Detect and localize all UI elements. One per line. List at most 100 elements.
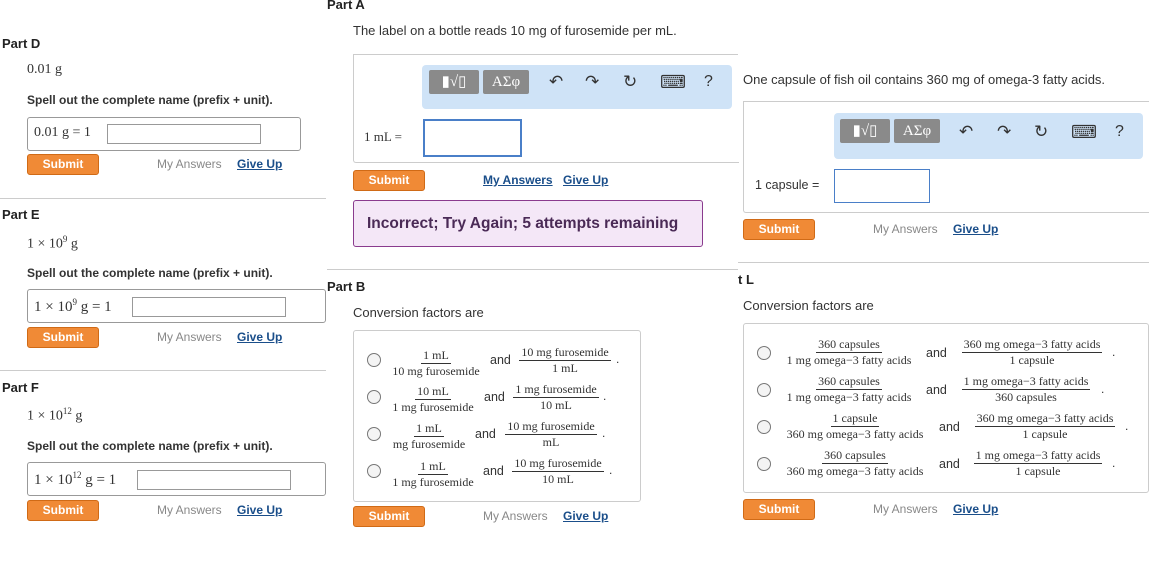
part-e-give-up-link[interactable]: Give Up — [237, 330, 283, 344]
and-label: and — [475, 427, 496, 441]
templates-button[interactable]: ▮√▯ — [840, 119, 890, 143]
help-icon[interactable]: ? — [1115, 123, 1124, 140]
and-label: and — [926, 383, 947, 397]
part-e-submit-button[interactable]: Submit — [27, 327, 99, 348]
period: . — [1101, 382, 1105, 396]
divider — [353, 54, 738, 55]
period: . — [609, 463, 613, 477]
part-b-give-up-link[interactable]: Give Up — [563, 509, 609, 523]
part-d-title: Part D — [2, 36, 41, 51]
and-label: and — [484, 390, 505, 404]
symbols-button[interactable]: ΑΣφ — [894, 119, 940, 143]
part-a-question: The label on a bottle reads 10 mg of fur… — [353, 23, 677, 38]
part-b-intro: Conversion factors are — [353, 305, 484, 320]
period: . — [603, 389, 607, 403]
part-a-input-label: 1 mL = — [364, 129, 402, 144]
part-b-option-3-radio[interactable] — [367, 427, 381, 441]
period: . — [1112, 345, 1116, 359]
part-e-answer-input[interactable] — [132, 297, 286, 317]
keyboard-icon[interactable]: ⌨ — [660, 72, 686, 92]
redo-icon[interactable]: ↷ — [585, 72, 600, 91]
part-f-my-answers: My Answers — [157, 503, 222, 517]
part-e-value: 1 × 109 g — [27, 234, 78, 252]
keyboard-icon[interactable]: ⌨ — [1071, 122, 1097, 142]
part-l-title: t L — [738, 272, 754, 287]
part-f-submit-button[interactable]: Submit — [27, 500, 99, 521]
part-l-option-3-radio[interactable] — [757, 420, 771, 434]
part-a-my-answers-link[interactable]: My Answers — [483, 173, 553, 187]
part-k-my-answers: My Answers — [873, 222, 938, 236]
period: . — [1125, 419, 1129, 433]
part-l-option-4-radio[interactable] — [757, 457, 771, 471]
part-f-answer-box: 1 × 1012 g = 1 — [27, 462, 326, 496]
part-a-math-toolbar: ▮√▯ ΑΣφ ↶ ↷ ↻ ⌨ ? — [422, 65, 732, 109]
part-f-equation: 1 × 1012 g = 1 — [34, 470, 117, 488]
part-e-prompt: Spell out the complete name (prefix + un… — [27, 266, 273, 280]
templates-button[interactable]: ▮√▯ — [429, 70, 479, 94]
part-d-answer-input[interactable] — [107, 124, 261, 144]
part-l-submit-button[interactable]: Submit — [743, 499, 815, 520]
part-e-my-answers: My Answers — [157, 330, 222, 344]
part-k-give-up-link[interactable]: Give Up — [953, 222, 999, 236]
part-l-option-2-radio[interactable] — [757, 383, 771, 397]
part-e-equation: 1 × 109 g = 1 — [34, 297, 112, 315]
symbols-button[interactable]: ΑΣφ — [483, 70, 529, 94]
part-d-equation: 0.01 g = 1 — [34, 125, 91, 140]
part-d-prompt: Spell out the complete name (prefix + un… — [27, 93, 273, 107]
part-l-my-answers: My Answers — [873, 502, 938, 516]
feedback-box: Incorrect; Try Again; 5 attempts remaini… — [353, 200, 703, 247]
divider — [0, 198, 326, 199]
part-b-option-2-radio[interactable] — [367, 390, 381, 404]
part-l-give-up-link[interactable]: Give Up — [953, 502, 999, 516]
and-label: and — [939, 457, 960, 471]
part-k-answer-box — [743, 102, 1149, 213]
part-k-answer-input[interactable] — [834, 169, 930, 203]
part-a-answer-input[interactable] — [423, 119, 522, 157]
and-label: and — [926, 346, 947, 360]
part-f-answer-input[interactable] — [137, 470, 291, 490]
part-d-submit-button[interactable]: Submit — [27, 154, 99, 175]
part-k-question: One capsule of fish oil contains 360 mg … — [743, 72, 1106, 87]
part-d-my-answers: My Answers — [157, 157, 222, 171]
part-b-options-box — [353, 330, 641, 502]
undo-icon[interactable]: ↶ — [549, 72, 564, 91]
part-b-option-1-radio[interactable] — [367, 353, 381, 367]
part-k-submit-button[interactable]: Submit — [743, 219, 815, 240]
divider — [327, 269, 738, 270]
part-d-give-up-link[interactable]: Give Up — [237, 157, 283, 171]
period: . — [616, 352, 620, 366]
divider — [743, 101, 1149, 102]
part-f-prompt: Spell out the complete name (prefix + un… — [27, 439, 273, 453]
part-k-math-toolbar: ▮√▯ ΑΣφ ↶ ↷ ↻ ⌨ ? — [834, 113, 1143, 159]
part-d-answer-box: 0.01 g = 1 — [27, 117, 301, 151]
help-icon[interactable]: ? — [704, 73, 713, 90]
reset-icon[interactable]: ↻ — [1034, 122, 1049, 141]
period: . — [602, 426, 606, 440]
part-a-give-up-link[interactable]: Give Up — [563, 173, 609, 187]
part-a-submit-button[interactable]: Submit — [353, 170, 425, 191]
part-b-option-4-radio[interactable] — [367, 464, 381, 478]
undo-icon[interactable]: ↶ — [959, 122, 974, 141]
part-l-option-1-radio[interactable] — [757, 346, 771, 360]
part-f-give-up-link[interactable]: Give Up — [237, 503, 283, 517]
part-e-title: Part E — [2, 207, 40, 222]
part-d-value: 0.01 g — [27, 62, 62, 77]
part-a-title: Part A — [327, 0, 365, 12]
redo-icon[interactable]: ↷ — [997, 122, 1012, 141]
part-l-options-box — [743, 323, 1149, 493]
reset-icon[interactable]: ↻ — [623, 72, 638, 91]
part-b-submit-button[interactable]: Submit — [353, 506, 425, 527]
